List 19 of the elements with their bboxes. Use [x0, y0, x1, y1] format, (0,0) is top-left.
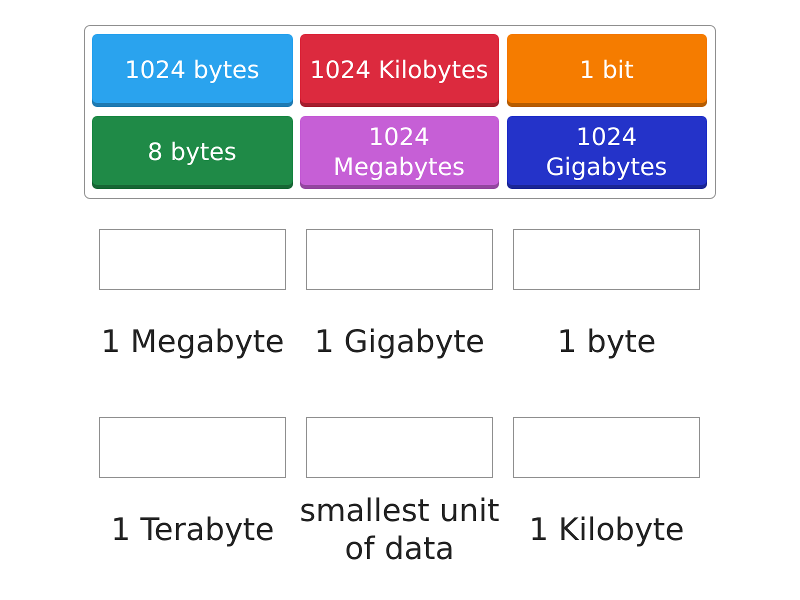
drop-box [306, 417, 493, 478]
answer-tile: 1024 Megabytes [300, 116, 498, 188]
answer-tile: 1024 bytes [92, 34, 292, 106]
drop-box [513, 229, 700, 290]
term-label: 1 Kilobyte [528, 511, 686, 550]
answer-tile: 8 bytes [92, 116, 292, 188]
drop-box [306, 229, 493, 290]
drop-box [99, 417, 286, 478]
answer-tile: 1024 Kilobytes [300, 34, 498, 106]
term-label: 1 Megabyte [100, 323, 286, 362]
term-label: 1 Terabyte [110, 511, 276, 550]
tile-tray [84, 25, 716, 199]
answer-tile: 1024 Gigabytes [506, 116, 706, 188]
term-label: smallest unit of data [298, 492, 500, 569]
term-label: 1 Gigabyte [313, 323, 486, 362]
answer-tile: 1 bit [506, 34, 706, 106]
drop-box [99, 229, 286, 290]
term-label: 1 byte [556, 323, 657, 362]
drop-box [513, 417, 700, 478]
